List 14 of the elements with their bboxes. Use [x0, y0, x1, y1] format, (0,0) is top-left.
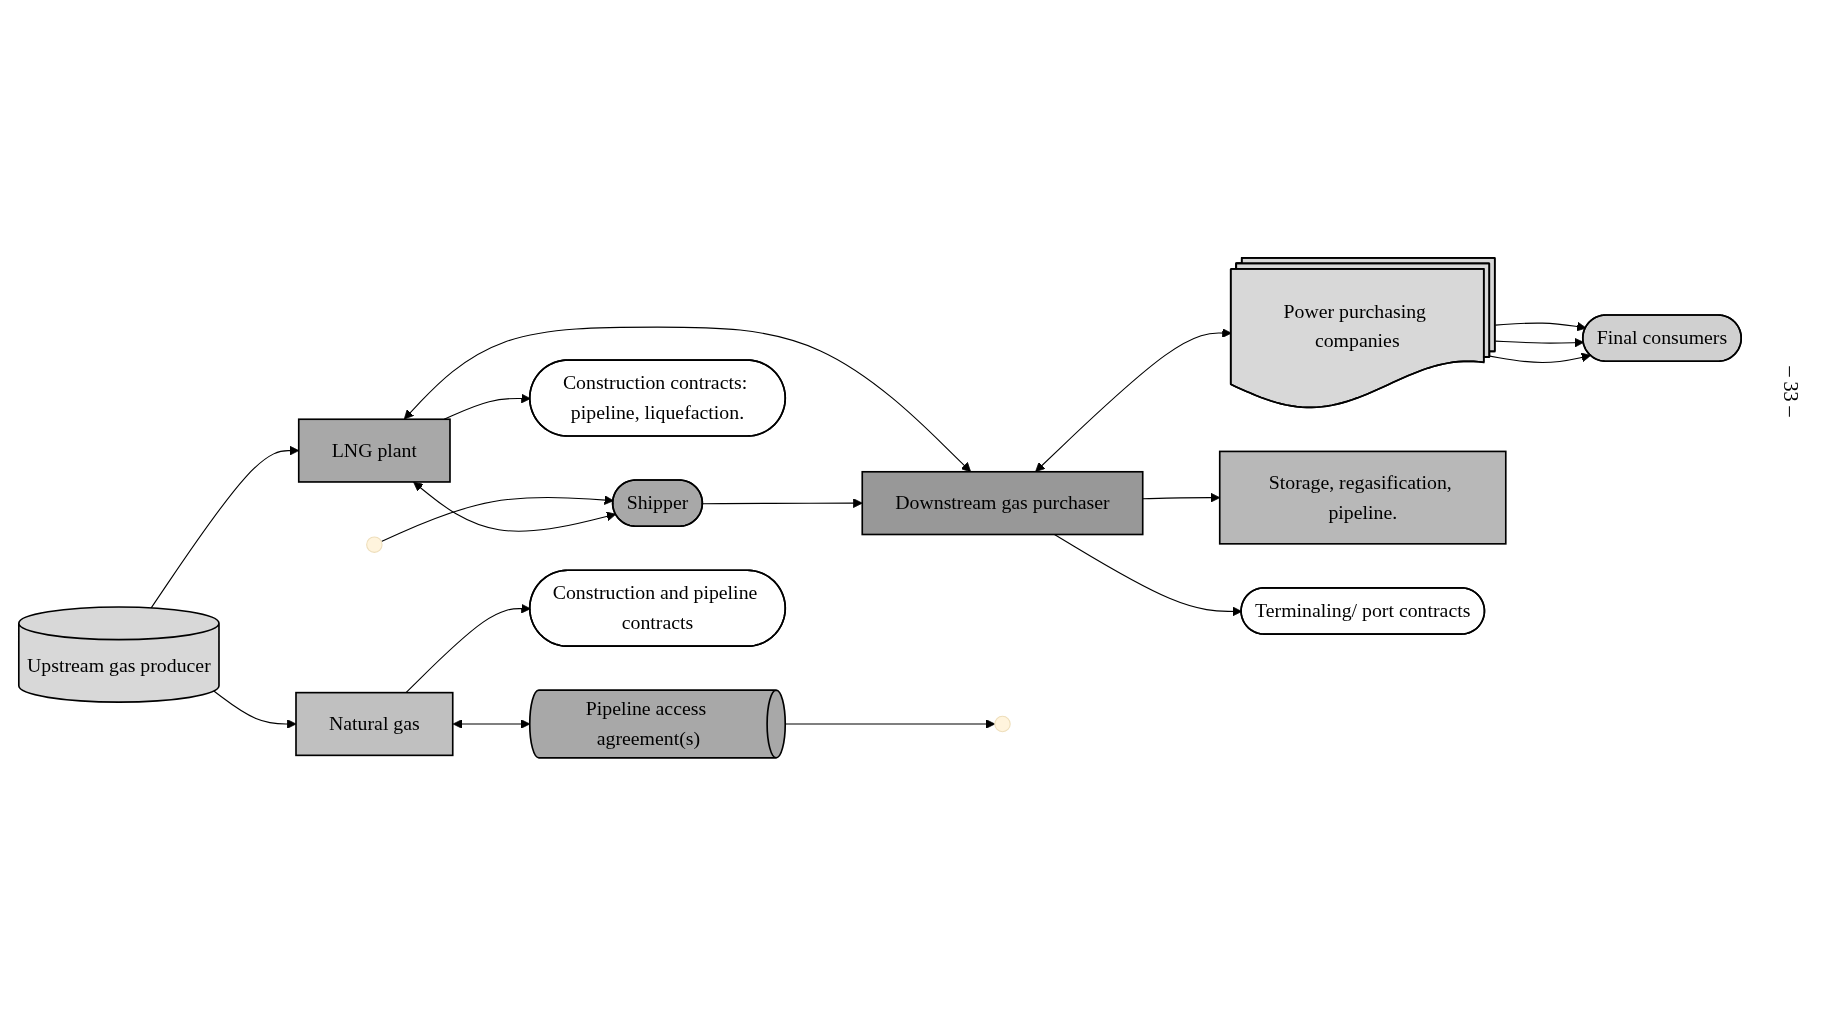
- arrow: [784, 718, 996, 729]
- node-box: Storage, regasification, pipeline.: [1218, 450, 1507, 545]
- node-text: Pipeline access agreement(s): [585, 697, 707, 749]
- arrow: [403, 326, 972, 472]
- arrow: [413, 481, 617, 532]
- arrow: [213, 690, 297, 729]
- arrow: [1489, 352, 1592, 363]
- node-box: LNG plant: [297, 418, 451, 483]
- arrow: [1035, 327, 1232, 472]
- page-number: – 33 –: [1778, 366, 1802, 417]
- arrow: [452, 718, 531, 729]
- node-box: Downstream gas purchaser: [861, 470, 1144, 535]
- arrow: [702, 498, 863, 508]
- node-box: Natural gas: [295, 691, 454, 756]
